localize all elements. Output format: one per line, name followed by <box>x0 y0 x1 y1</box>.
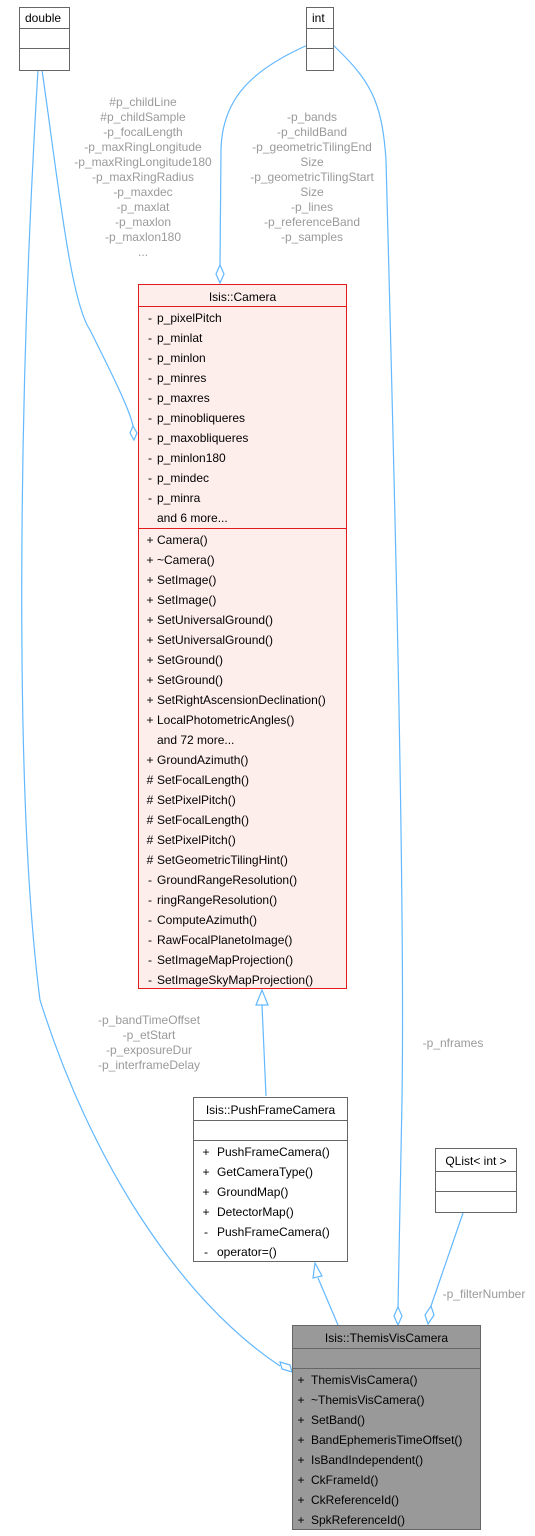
method-row: -SetImageMapProjection() <box>148 953 294 967</box>
method-row: +SetUniversalGround() <box>146 613 274 627</box>
method-row: +SetGround() <box>146 653 224 667</box>
class-title: Isis::PushFrameCamera <box>205 1103 336 1117</box>
method-row: +PushFrameCamera() <box>202 1145 330 1159</box>
method-row: +IsBandIndependent() <box>297 1453 424 1467</box>
attribute-row: -p_maxres <box>148 391 210 405</box>
method-row: +GetCameraType() <box>202 1165 314 1179</box>
class-title: double <box>25 11 62 25</box>
method-row: +CkFrameId() <box>297 1473 379 1487</box>
method-row: -SetImageSkyMapProjection() <box>148 973 314 987</box>
edge-int-themis <box>331 43 404 1309</box>
attribute-row: -p_mindec <box>148 471 210 485</box>
method-row: #SetFocalLength() <box>146 773 250 787</box>
edge-label-double-themis: -p_bandTimeOffset -p_etStart -p_exposure… <box>97 1013 201 1072</box>
edge-double-camera <box>41 69 134 427</box>
edge-pushframe-camera <box>261 1004 267 1097</box>
method-row: +BandEphemerisTimeOffset() <box>297 1433 463 1447</box>
class-qlist-int[interactable]: QList< int > <box>435 1148 517 1213</box>
edge-int-camera <box>219 43 311 266</box>
method-row: -PushFrameCamera() <box>204 1225 330 1239</box>
edge-double-themis <box>21 69 281 1367</box>
class-isis-pushframecamera[interactable]: Isis::PushFrameCamera +PushFrameCamera()… <box>193 1097 348 1262</box>
attribute-more: and 6 more... <box>157 511 228 525</box>
attribute-row: -p_minlon180 <box>148 451 226 465</box>
method-row: +CkReferenceId() <box>297 1493 400 1507</box>
method-row: +SetImage() <box>146 593 217 607</box>
diamond-int-camera <box>215 263 225 285</box>
method-list: +PushFrameCamera() +GetCameraType() +Gro… <box>194 1140 347 1262</box>
class-title: int <box>312 11 325 25</box>
class-isis-camera[interactable]: Isis::Camera -p_pixelPitch -p_minlat -p_… <box>138 284 347 989</box>
method-row: +SetUniversalGround() <box>146 633 274 647</box>
method-row: #SetPixelPitch() <box>146 833 236 847</box>
diamond-int-themis <box>393 1305 403 1327</box>
attribute-row: -p_minlon <box>148 351 206 365</box>
method-row: +SetBand() <box>297 1413 366 1427</box>
edge-qlist-themis <box>430 1212 464 1307</box>
method-row: -RawFocalPlanetoImage() <box>148 933 293 947</box>
method-row: +DetectorMap() <box>202 1205 294 1219</box>
method-row: #SetFocalLength() <box>146 813 250 827</box>
method-row: -operator=() <box>204 1245 277 1259</box>
method-row: +GroundAzimuth() <box>146 753 249 767</box>
method-row: +SetImage() <box>146 573 217 587</box>
diamond-double-themis <box>279 1361 293 1373</box>
diamond-qlist-themis <box>424 1304 435 1326</box>
diamond-double-camera <box>129 424 138 442</box>
method-row: +SetRightAscensionDeclination() <box>146 693 326 707</box>
method-row: +ThemisVisCamera() <box>297 1373 418 1387</box>
method-row: #SetGeometricTilingHint() <box>146 853 288 867</box>
inherit-arrow-pushframe <box>312 1261 323 1279</box>
method-row: +GroundMap() <box>202 1185 289 1199</box>
attribute-row: -p_minobliqueres <box>148 411 246 425</box>
attribute-row: -p_maxobliqueres <box>148 431 249 445</box>
method-row: +Camera() <box>146 533 208 547</box>
class-isis-themisviscamera[interactable]: Isis::ThemisVisCamera +ThemisVisCamera()… <box>292 1325 481 1530</box>
method-row: +SpkReferenceId() <box>297 1513 406 1527</box>
method-list: +Camera() +~Camera() +SetImage() +SetIma… <box>139 528 346 990</box>
method-row: +~Camera() <box>146 553 215 567</box>
method-row: -ComputeAzimuth() <box>148 913 258 927</box>
attribute-row: -p_minres <box>148 371 207 385</box>
edge-label-qlist-themis: -p_filterNumber <box>442 1287 526 1301</box>
class-title: QList< int > <box>445 1154 507 1168</box>
attribute-row: -p_minlat <box>148 331 203 345</box>
method-more: and 72 more... <box>157 733 235 747</box>
attribute-row: -p_pixelPitch <box>148 311 222 325</box>
class-title: Isis::ThemisVisCamera <box>324 1331 449 1345</box>
edge-label-double-camera: #p_childLine #p_childSample -p_focalLeng… <box>74 95 212 259</box>
method-row: -ringRangeResolution() <box>148 893 278 907</box>
method-row: +SetGround() <box>146 673 224 687</box>
inherit-arrow-camera <box>255 988 269 1006</box>
method-row: +LocalPhotometricAngles() <box>146 713 295 727</box>
method-row: #SetPixelPitch() <box>146 793 236 807</box>
method-list: +ThemisVisCamera() +~ThemisVisCamera() +… <box>293 1368 480 1530</box>
edge-themis-pushframe <box>317 1277 339 1326</box>
edge-label-int-themis: -p_nframes <box>422 1036 484 1050</box>
class-int[interactable]: int <box>306 7 334 71</box>
attribute-list: -p_pixelPitch -p_minlat -p_minlon -p_min… <box>139 306 346 528</box>
class-title: Isis::Camera <box>208 290 277 304</box>
method-row: -GroundRangeResolution() <box>148 873 298 887</box>
edge-label-int-camera: -p_bands -p_childBand -p_geometricTiling… <box>250 110 374 244</box>
attribute-row: -p_minra <box>148 491 201 505</box>
method-row: +~ThemisVisCamera() <box>297 1393 425 1407</box>
class-double[interactable]: double <box>19 7 70 71</box>
